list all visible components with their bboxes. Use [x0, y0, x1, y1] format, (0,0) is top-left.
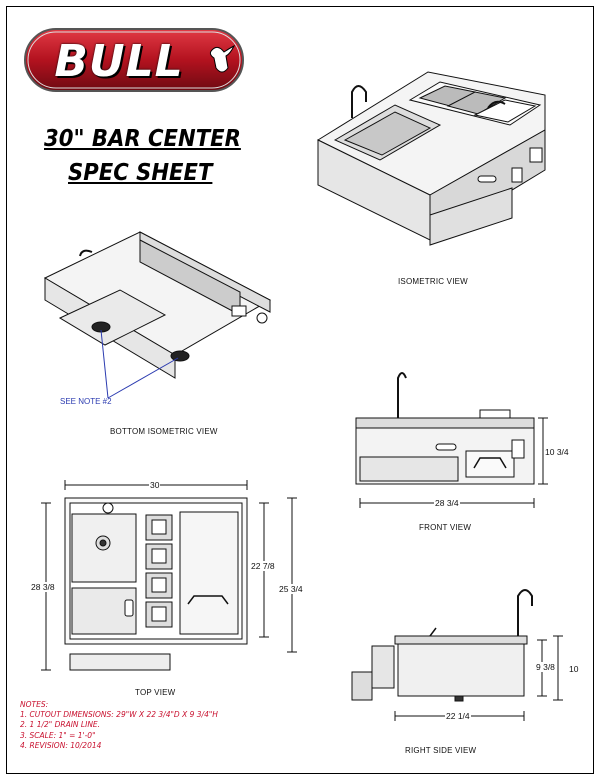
- isometric-view-drawing: [316, 71, 546, 246]
- dim-front-height: 10 3/4: [544, 447, 570, 457]
- caption-bottom-isometric-view: BOTTOM ISOMETRIC VIEW: [110, 427, 218, 436]
- dim-front-width: 28 3/4: [434, 498, 460, 508]
- title-line-1: 30" BAR CENTER: [44, 126, 241, 152]
- top-view-drawing: [64, 497, 248, 671]
- bull-logo: BULL: [24, 28, 246, 94]
- caption-top-view: TOP VIEW: [135, 688, 176, 697]
- dim-side-width: 22 1/4: [445, 711, 471, 721]
- note-item: 2. 1 1/2" DRAIN LINE.: [20, 720, 101, 730]
- notes-heading: NOTES:: [20, 700, 49, 709]
- title-line-2: SPEC SHEET: [68, 160, 213, 186]
- see-note-leaders: [100, 329, 179, 399]
- caption-front-view: FRONT VIEW: [419, 523, 472, 532]
- dim-side-outer-height: 10: [568, 664, 580, 674]
- caption-isometric-view: ISOMETRIC VIEW: [398, 277, 468, 286]
- logo-wordmark: BULL: [54, 35, 184, 87]
- dim-top-left-depth: 28 3/8: [30, 582, 56, 592]
- bottom-isometric-view-drawing: [43, 231, 272, 379]
- dim-side-inner-height: 9 3/8: [535, 662, 556, 672]
- dim-top-width: 30: [149, 480, 161, 490]
- bull-head-icon: [209, 44, 236, 73]
- dim-top-inner-depth: 22 7/8: [250, 561, 276, 571]
- note-item: 4. REVISION: 10/2014: [20, 740, 102, 750]
- dim-top-outer-depth: 25 3/4: [278, 584, 304, 594]
- note-item: 1. CUTOUT DIMENSIONS: 29"W X 22 3/4"D X …: [20, 710, 218, 720]
- caption-right-side-view: RIGHT SIDE VIEW: [405, 746, 477, 755]
- front-view-drawing: [355, 372, 535, 485]
- see-note-callout: SEE NOTE #2: [60, 397, 112, 406]
- note-item: 3. SCALE: 1" = 1'-0": [20, 730, 96, 740]
- notes-block: NOTES: 1. CUTOUT DIMENSIONS: 29"W X 22 3…: [20, 700, 218, 751]
- right-side-view-drawing: [351, 589, 533, 702]
